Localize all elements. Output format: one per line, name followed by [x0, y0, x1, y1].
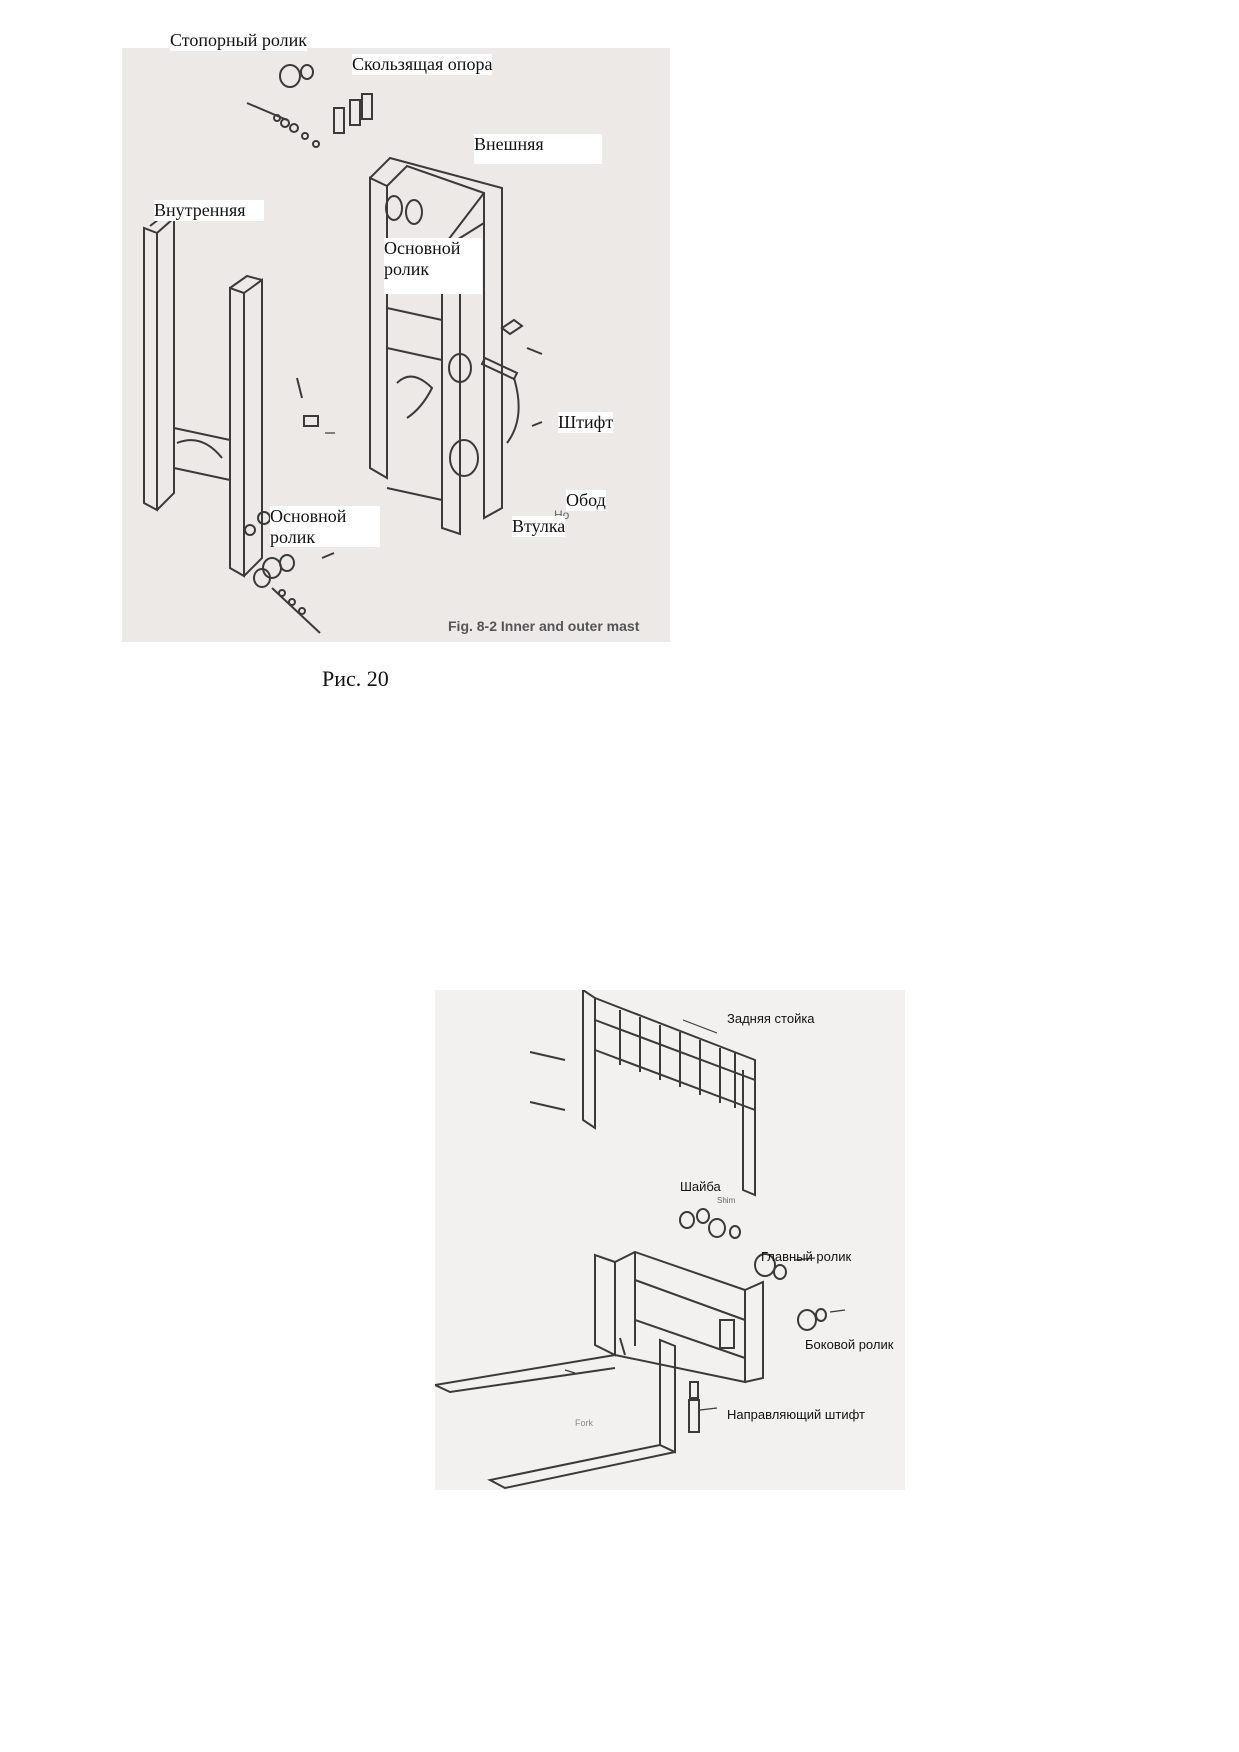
label-side-roller: Боковой ролик	[805, 1337, 894, 1352]
label-rim: Обод	[566, 490, 606, 511]
label-outer-mast: Внешняя	[474, 134, 602, 164]
label-fork-fragment: Fork	[575, 1418, 593, 1428]
label-main-roller-bottom: Основной ролик	[270, 506, 380, 548]
label-washer: Шайба	[680, 1179, 721, 1194]
figure-caption: Рис. 20	[322, 666, 389, 691]
mast-figure: Стопорный ролик Скользящая опора Внешняя…	[122, 30, 670, 642]
label-stop-roller: Стопорный ролик	[170, 30, 308, 51]
label-shim-fragment: Shim	[717, 1196, 736, 1205]
label-main-roller: Главный ролик	[761, 1249, 852, 1264]
label-bushing: Втулка	[512, 516, 566, 537]
label-slide-support: Скользящая опора	[352, 54, 493, 75]
english-figure-caption: Fig. 8-2 Inner and outer mast	[448, 618, 640, 634]
label-main-roller-top-line2: ролик	[384, 258, 430, 279]
label-pin: Штифт	[558, 412, 614, 433]
label-main-roller-top-line1: Основной	[384, 238, 461, 258]
label-main-roller-bottom-line2: ролик	[270, 526, 316, 547]
carriage-figure: Задняя стойка Шайба Shim Главный ролик Б…	[435, 990, 905, 1490]
carriage-drawing	[435, 990, 846, 1490]
label-guide-pin: Направляющий штифт	[727, 1407, 865, 1422]
label-main-roller-bottom-line1: Основной	[270, 506, 347, 526]
label-main-roller-top: Основной ролик	[384, 238, 482, 294]
label-inner-mast: Внутренняя	[154, 200, 264, 221]
label-rear-post: Задняя стойка	[727, 1011, 815, 1026]
